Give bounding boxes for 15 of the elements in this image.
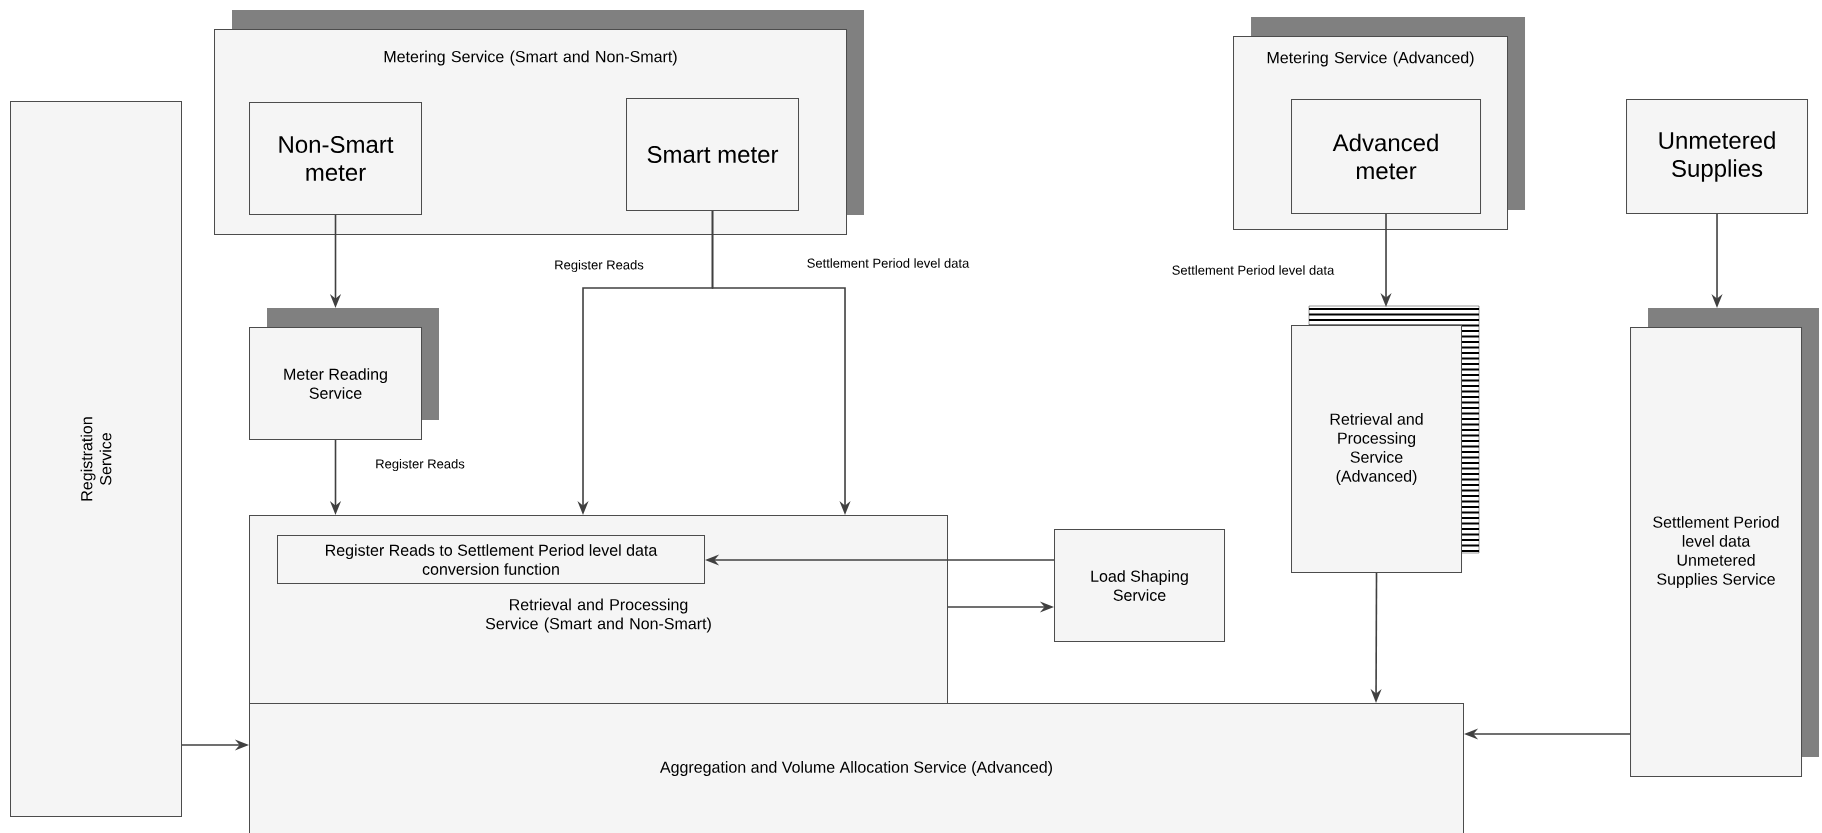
service-box: Retrieval and Processing Service (Advanced) [1291,305,1480,573]
meter-box: Smart meter [626,98,799,211]
service-box: Registration Service [10,101,182,817]
service-box: Meter Reading Service [249,308,439,440]
edge-label: Settlement Period level data [1169,263,1337,277]
meter-box: Non-Smart meter [249,102,422,215]
service-box: Settlement Period level data Unmetered Supplies Service [1630,308,1819,777]
edge-label: Register Reads [552,257,646,275]
service-panel: Aggregation and Volume Allocation Service (Advanced) [249,703,1464,833]
service-box: Load Shaping Service [1054,529,1225,642]
function-box: Register Reads to Settlement Period level data conversion function [277,535,705,584]
edge-label: Register Reads [373,456,467,474]
edge-label: Settlement Period level data [804,256,972,270]
supply-box: Unmetered Supplies [1626,99,1808,214]
meter-box: Advanced meter [1291,99,1481,214]
